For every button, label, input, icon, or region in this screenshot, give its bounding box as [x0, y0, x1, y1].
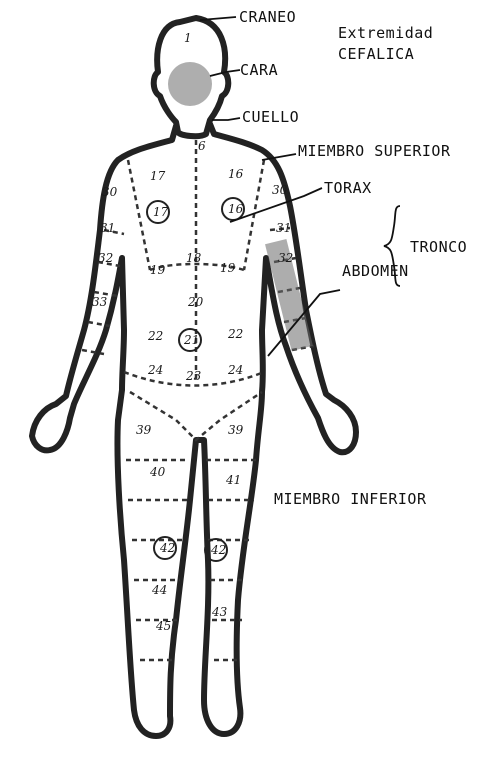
- region-number-arm-right-1: 30: [272, 183, 288, 197]
- region-number-umbilical: 21: [183, 333, 199, 347]
- region-number-arm-left-1: 30: [102, 185, 118, 199]
- leader-cuello: [212, 118, 240, 120]
- region-number-arm-left-3: 32: [98, 251, 113, 265]
- region-number-arm-left-4: 33: [92, 295, 108, 309]
- region-number-thigh-left-2: 40: [149, 465, 166, 479]
- torso-outline: [32, 124, 356, 736]
- region-number-head: 1: [184, 31, 192, 45]
- face-shade: [168, 62, 212, 106]
- region-number-thigh-left: 39: [136, 423, 152, 437]
- region-number-sternum: 18: [186, 251, 202, 265]
- region-number-thigh-right: 39: [228, 423, 244, 437]
- label-abdomen: ABDOMEN: [342, 264, 409, 279]
- region-number-chest-circle-right: 16: [228, 202, 244, 216]
- region-number-lower-abdomen-right: 24: [227, 363, 243, 377]
- region-number-mid-abdomen: 20: [187, 295, 204, 309]
- label-cefalica: CEFALICA: [338, 47, 414, 62]
- label-tronco: TRONCO: [410, 240, 467, 255]
- label-miembro-inferior: MIEMBRO INFERIOR: [274, 492, 427, 507]
- region-number-chest-right: 16: [228, 167, 244, 181]
- region-number-neck: 6: [198, 139, 206, 153]
- label-cuello: CUELLO: [242, 110, 299, 125]
- region-number-leg-right: 45: [155, 619, 171, 633]
- label-extremidad: Extremidad: [338, 26, 433, 41]
- region-number-foot-right: 43: [211, 605, 228, 619]
- region-number-knee-right: 42: [210, 543, 226, 557]
- divider-chest-right: [244, 160, 264, 270]
- region-number-upper-abdomen-right: 19: [220, 261, 236, 275]
- label-miembro-superior: MIEMBRO SUPERIOR: [298, 144, 451, 159]
- region-number-chest-circle-left: 17: [153, 205, 169, 219]
- region-number-arm-right-3: 32: [278, 251, 293, 265]
- label-craneo: CRANEO: [239, 10, 296, 25]
- region-number-lower-abdomen-left: 24: [147, 363, 163, 377]
- region-number-arm-left-2: 31: [100, 221, 115, 235]
- region-number-upper-abdomen-left: 19: [150, 263, 166, 277]
- region-number-flank-left: 22: [147, 329, 163, 343]
- region-number-knee-left: 42: [159, 541, 175, 555]
- region-number-thigh-right-2: 41: [225, 473, 241, 487]
- region-number-lower-abdomen-mid: 23: [185, 369, 202, 383]
- region-number-chest-left: 17: [150, 169, 166, 183]
- label-cara: CARA: [240, 63, 278, 78]
- region-number-leg-left: 44: [151, 583, 167, 597]
- region-dividers: [82, 140, 314, 660]
- region-number-flank-right: 22: [227, 327, 243, 341]
- label-torax: TORAX: [324, 181, 372, 196]
- region-number-arm-right-2: 31: [276, 221, 291, 235]
